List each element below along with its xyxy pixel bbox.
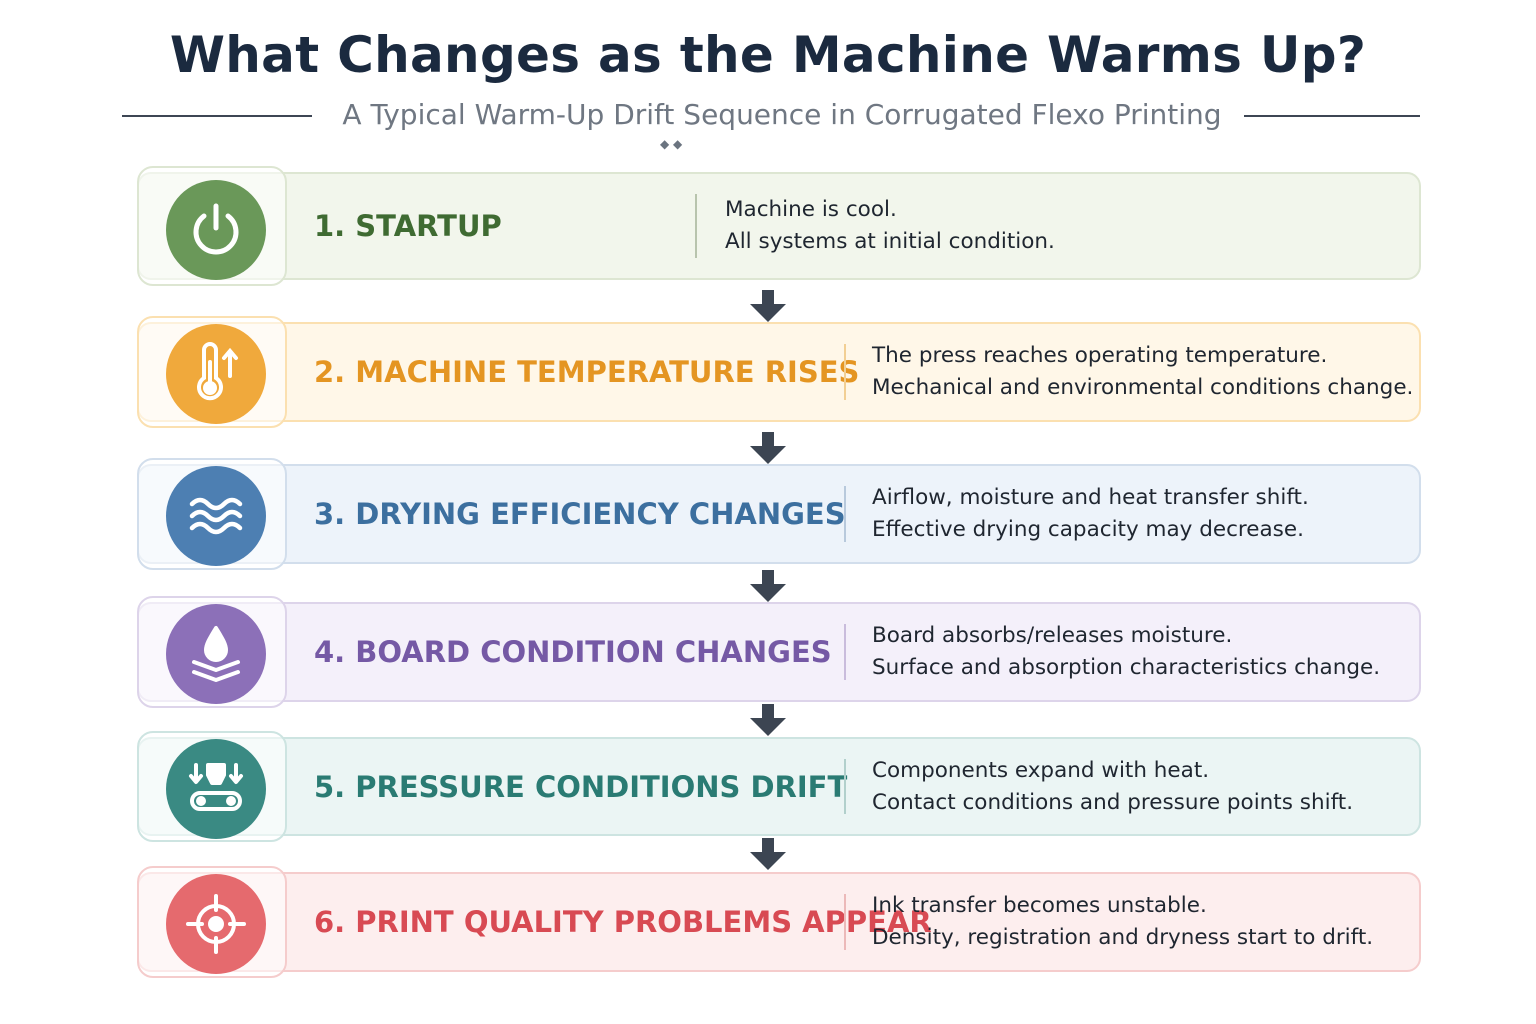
- description-line: Airflow, moisture and heat transfer shif…: [872, 485, 1309, 510]
- step-label: 1. STARTUP: [314, 209, 502, 243]
- step-board-condition: 4. BOARD CONDITION CHANGES Board absorbs…: [137, 596, 1421, 708]
- step-description: Airflow, moisture and heat transfer shif…: [872, 466, 1309, 562]
- icon-panel: [137, 866, 287, 978]
- description-line: Board absorbs/releases moisture.: [872, 623, 1233, 648]
- step-divider: [695, 194, 697, 258]
- step-label: 3. DRYING EFFICIENCY CHANGES: [314, 497, 846, 531]
- description-line: Density, registration and dryness start …: [872, 925, 1374, 950]
- icon-panel: [137, 316, 287, 428]
- description-line: Effective drying capacity may decrease.: [872, 517, 1304, 542]
- step-label: 6. PRINT QUALITY PROBLEMS APPEAR: [314, 905, 932, 939]
- description-line: Machine is cool.: [725, 197, 897, 222]
- thermometer-up-icon: [166, 324, 266, 424]
- step-divider: [844, 759, 846, 814]
- description-line: The press reaches operating temperature.: [872, 343, 1328, 368]
- step-label: 5. PRESSURE CONDITIONS DRIFT: [314, 769, 848, 804]
- step-description: Components expand with heat. Contact con…: [872, 739, 1353, 834]
- arrow-down-icon: [750, 838, 786, 870]
- airflow-waves-icon: [166, 466, 266, 566]
- description-line: All systems at initial condition.: [725, 229, 1055, 254]
- description-line: Contact conditions and pressure points s…: [872, 789, 1354, 815]
- step-label: 4. BOARD CONDITION CHANGES: [314, 635, 832, 669]
- description-line: Surface and absorption characteristics c…: [872, 655, 1381, 680]
- subtitle-rule-left: [122, 115, 312, 117]
- step-print-quality: 6. PRINT QUALITY PROBLEMS APPEAR Ink tra…: [137, 866, 1421, 978]
- icon-panel: [137, 458, 287, 570]
- step-startup: 1. STARTUP Machine is cool. All systems …: [137, 166, 1421, 286]
- step-description: Board absorbs/releases moisture. Surface…: [872, 604, 1380, 700]
- page-title: What Changes as the Machine Warms Up?: [169, 26, 1367, 84]
- description-line: Mechanical and environmental conditions …: [872, 375, 1414, 400]
- step-divider: [844, 344, 846, 400]
- icon-panel: [137, 166, 287, 286]
- icon-panel: [137, 731, 287, 842]
- description-line: Ink transfer becomes unstable.: [872, 893, 1207, 918]
- step-description: Machine is cool. All systems at initial …: [725, 174, 1055, 278]
- subtitle-rule-right: [1244, 115, 1420, 117]
- arrow-down-icon: [750, 570, 786, 602]
- decorative-mark: ◆ ◆: [660, 137, 683, 151]
- power-icon: [166, 180, 266, 280]
- step-label: 2. MACHINE TEMPERATURE RISES: [314, 355, 860, 389]
- description-line: Components expand with heat.: [872, 757, 1210, 783]
- arrow-down-icon: [750, 432, 786, 464]
- crosshair-target-icon: [166, 874, 266, 974]
- subtitle-row: A Typical Warm-Up Drift Sequence in Corr…: [122, 98, 1420, 138]
- icon-panel: [137, 596, 287, 708]
- step-divider: [844, 486, 846, 542]
- step-drying-efficiency: 3. DRYING EFFICIENCY CHANGES Airflow, mo…: [137, 458, 1421, 570]
- step-divider: [844, 894, 846, 950]
- droplet-layers-icon: [166, 604, 266, 704]
- step-divider: [844, 624, 846, 680]
- step-temperature-rises: 2. MACHINE TEMPERATURE RISES The press r…: [137, 316, 1421, 428]
- pressure-rollers-icon: [166, 739, 266, 839]
- step-description: Ink transfer becomes unstable. Density, …: [872, 874, 1373, 970]
- step-description: The press reaches operating temperature.…: [872, 324, 1413, 420]
- arrow-down-icon: [750, 290, 786, 322]
- step-pressure-drift: 5. PRESSURE CONDITIONS DRIFT Components …: [137, 731, 1421, 842]
- subtitle: A Typical Warm-Up Drift Sequence in Corr…: [342, 98, 1222, 131]
- arrow-down-icon: [750, 704, 786, 736]
